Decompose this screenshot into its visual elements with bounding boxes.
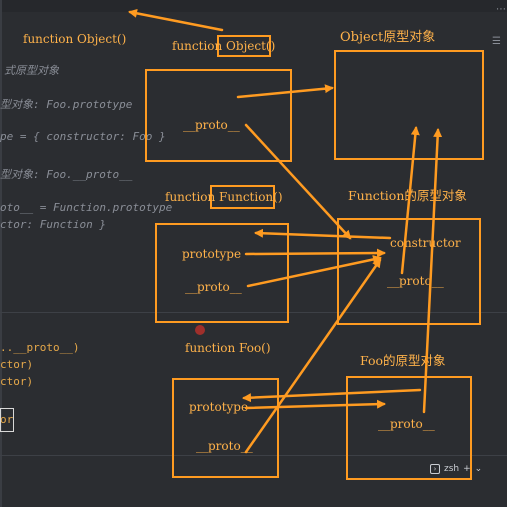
arrow-constructor-to-function [254, 228, 392, 240]
object-prototype-box [334, 50, 484, 160]
foo-prototype-label: prototype [189, 400, 249, 414]
terminal-dropdown-icon[interactable]: ⌄ [474, 464, 483, 474]
arrow-function-proto-up2 [422, 128, 443, 414]
code-line: 型对象: Foo.prototype [0, 98, 133, 111]
code-line: ctor: Function } [0, 218, 106, 231]
code-line: or [0, 413, 14, 426]
code-line: pe = { constructor: Foo } [0, 130, 166, 143]
editor-top-bar [0, 0, 507, 12]
foo-function-label: function Foo() [185, 341, 271, 355]
foo-prototype-title: Foo的原型对象 [360, 353, 446, 368]
editor-gutter [0, 0, 2, 507]
object-label-highlight [217, 35, 271, 57]
code-line: oto__ = Function.prototype [0, 201, 173, 214]
function-constructor-label: constructor [390, 236, 461, 250]
object-function-label: function Object() [23, 32, 127, 46]
arrow-top-pointer [128, 8, 224, 32]
foo-prototype-box [346, 376, 472, 480]
window-control-icon[interactable]: ⋯ [496, 4, 506, 15]
editor-divider [0, 312, 507, 313]
arrow-function-proto [246, 255, 382, 288]
arrow-object-proto-diag [244, 123, 352, 240]
function-prototype-title: Function的原型对象 [348, 188, 467, 203]
arrow-object-proto [236, 84, 334, 99]
terminal-divider [0, 455, 507, 456]
arrow-function-prototype [244, 248, 386, 258]
foo-proto-label: __proto__ [196, 439, 253, 453]
code-line: ctor) [0, 375, 34, 388]
function-prototype-box [337, 218, 481, 325]
new-terminal-icon[interactable]: + [463, 464, 471, 474]
arrow-foo-prototype [244, 399, 386, 410]
terminal-label: zsh [444, 464, 460, 474]
code-line: ctor) [0, 358, 34, 371]
foo-function-box [172, 378, 279, 478]
code-line: 型对象: Foo.__proto__ [0, 168, 133, 181]
function-prototype-label: prototype [182, 247, 242, 261]
arrow-foo-constructor [242, 388, 422, 403]
cursor-pointer-dot [195, 325, 205, 335]
function-function-box [155, 223, 289, 323]
function-label-highlight [210, 185, 275, 209]
object-function-box-label: function Object() [172, 39, 276, 53]
terminal-tab[interactable]: › zsh + ⌄ [430, 461, 500, 477]
function-proto-label: __proto__ [185, 280, 242, 294]
object-function-box [145, 69, 292, 162]
code-line: ..__proto__) [0, 341, 80, 354]
code-line: 式原型对象 [4, 64, 59, 77]
object-proto-label: __proto__ [183, 118, 240, 132]
object-prototype-title: Object原型对象 [340, 30, 436, 45]
code-highlight-box [0, 408, 14, 432]
sidebar-list-icon[interactable]: ☰ [492, 36, 501, 47]
arrow-foo-to-function [244, 258, 382, 454]
function-function-label: function Function() [165, 190, 283, 204]
foo-proto-proto-label: __proto__ [378, 417, 435, 431]
terminal-icon: › [430, 464, 440, 474]
arrow-function-proto-up1 [400, 126, 420, 275]
